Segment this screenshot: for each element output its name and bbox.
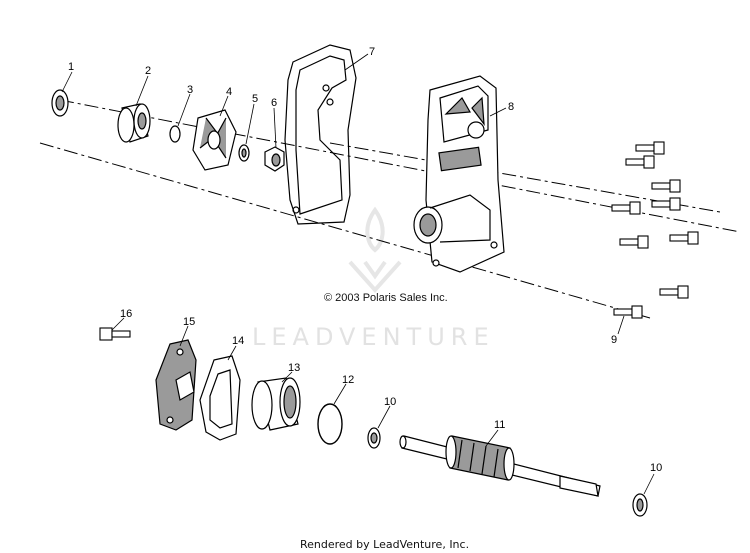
callout-5: 5 bbox=[252, 93, 258, 105]
callout-16: 16 bbox=[120, 308, 132, 320]
part-15-cover bbox=[155, 339, 197, 431]
callout-7: 7 bbox=[369, 46, 375, 58]
callout-10-upper: 10 bbox=[384, 396, 396, 408]
callout-1: 1 bbox=[68, 61, 74, 73]
callout-9: 9 bbox=[611, 334, 617, 346]
part-6-nut bbox=[264, 146, 285, 172]
callout-numbers: 1 2 3 4 5 6 7 8 9 10 11 12 13 14 15 16 1… bbox=[68, 46, 662, 474]
part-1-seal bbox=[51, 89, 69, 117]
watermark-logo bbox=[348, 206, 402, 294]
callout-15: 15 bbox=[183, 316, 195, 328]
callout-2: 2 bbox=[145, 65, 151, 77]
part-8-housing bbox=[413, 75, 505, 273]
copyright-notice: © 2003 Polaris Sales Inc. bbox=[324, 292, 448, 304]
part-13-sleeve bbox=[251, 377, 301, 431]
callout-4: 4 bbox=[226, 86, 232, 98]
part-7-gasket bbox=[284, 44, 357, 225]
part-3-ring bbox=[169, 125, 181, 143]
part-10-washer-lower bbox=[632, 493, 648, 517]
watermark-text: LEADVENTURE bbox=[252, 323, 495, 351]
part-4-impeller bbox=[192, 109, 237, 171]
callout-11: 11 bbox=[494, 419, 505, 431]
part-11-shaft bbox=[399, 435, 601, 497]
part-12-oring bbox=[317, 403, 343, 445]
part-10-washer-upper bbox=[367, 427, 381, 449]
part-2-bearing bbox=[117, 103, 151, 143]
callout-8: 8 bbox=[508, 101, 514, 113]
callout-14: 14 bbox=[232, 335, 244, 347]
callout-10-lower: 10 bbox=[650, 462, 662, 474]
leader-lines bbox=[61, 53, 655, 495]
callout-13: 13 bbox=[288, 362, 300, 374]
part-9-bolts bbox=[611, 141, 699, 319]
part-16-bolt bbox=[99, 327, 131, 341]
callout-6: 6 bbox=[271, 97, 277, 109]
rendered-by-footer: Rendered by LeadVenture, Inc. bbox=[300, 538, 470, 551]
part-5-washer bbox=[238, 144, 250, 162]
part-14-gasket bbox=[199, 355, 241, 441]
callout-12: 12 bbox=[342, 374, 354, 386]
callout-3: 3 bbox=[187, 84, 193, 96]
